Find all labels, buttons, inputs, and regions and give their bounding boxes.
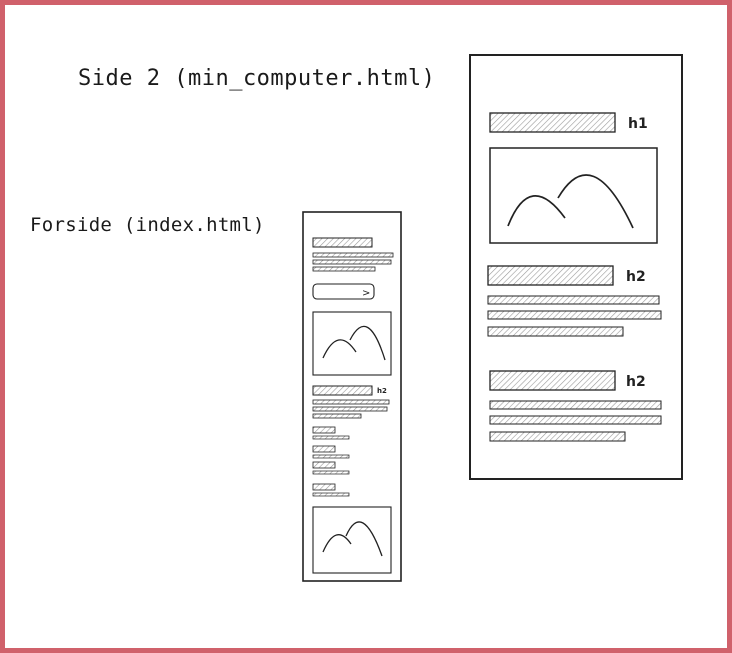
mobile-list-item-bar (312, 426, 336, 434)
desktop-image-placeholder (489, 147, 658, 244)
desktop-h2-label-2: h2 (626, 374, 646, 390)
mobile-list-item-line (312, 492, 350, 497)
mobile-h1-bar (312, 237, 373, 248)
mobile-image-mountain-icon-2 (322, 521, 383, 557)
desktop-image-mountain-icon (507, 174, 634, 229)
desktop-page-outline (469, 54, 683, 480)
mobile-button[interactable] (312, 283, 375, 300)
desktop-text-line (487, 326, 624, 337)
mobile-text-line (312, 413, 362, 419)
mobile-list-item-line (312, 454, 350, 459)
desktop-h2-bar-2 (489, 370, 616, 391)
mobile-text-line (312, 406, 388, 412)
mobile-text-line (312, 259, 392, 265)
desktop-h1-bar (489, 112, 616, 133)
mobile-list-item-bar (312, 445, 336, 453)
desktop-wireframe: h1 h2 h2 (469, 54, 683, 480)
mobile-text-line (312, 399, 390, 405)
mobile-text-line (312, 252, 394, 258)
desktop-text-line (487, 310, 662, 320)
mobile-image-placeholder (312, 311, 392, 376)
mobile-h2-bar (312, 385, 373, 396)
desktop-text-line (489, 431, 626, 442)
mobile-list-item-line (312, 435, 350, 440)
desktop-text-line (489, 415, 662, 425)
mobile-list-item-bar (312, 461, 336, 469)
desktop-h2-bar-1 (487, 265, 614, 286)
mobile-h2-label: h2 (377, 387, 387, 395)
desktop-text-line (487, 295, 660, 305)
forside-page-title: Forside (index.html) (30, 214, 265, 236)
mobile-image-placeholder-2 (312, 506, 392, 574)
desktop-h2-label-1: h2 (626, 269, 646, 285)
mobile-text-line (312, 266, 376, 272)
desktop-text-line (489, 400, 662, 410)
mobile-image-mountain-icon (322, 326, 386, 361)
mobile-list-item-bar (312, 483, 336, 491)
desktop-h1-label: h1 (628, 116, 648, 132)
mobile-wireframe: > h2 (302, 211, 402, 582)
mobile-button-chevron-icon: > (362, 288, 370, 299)
side2-page-title: Side 2 (min_computer.html) (78, 66, 436, 91)
mobile-list-item-line (312, 470, 350, 475)
mobile-page-outline (302, 211, 402, 582)
